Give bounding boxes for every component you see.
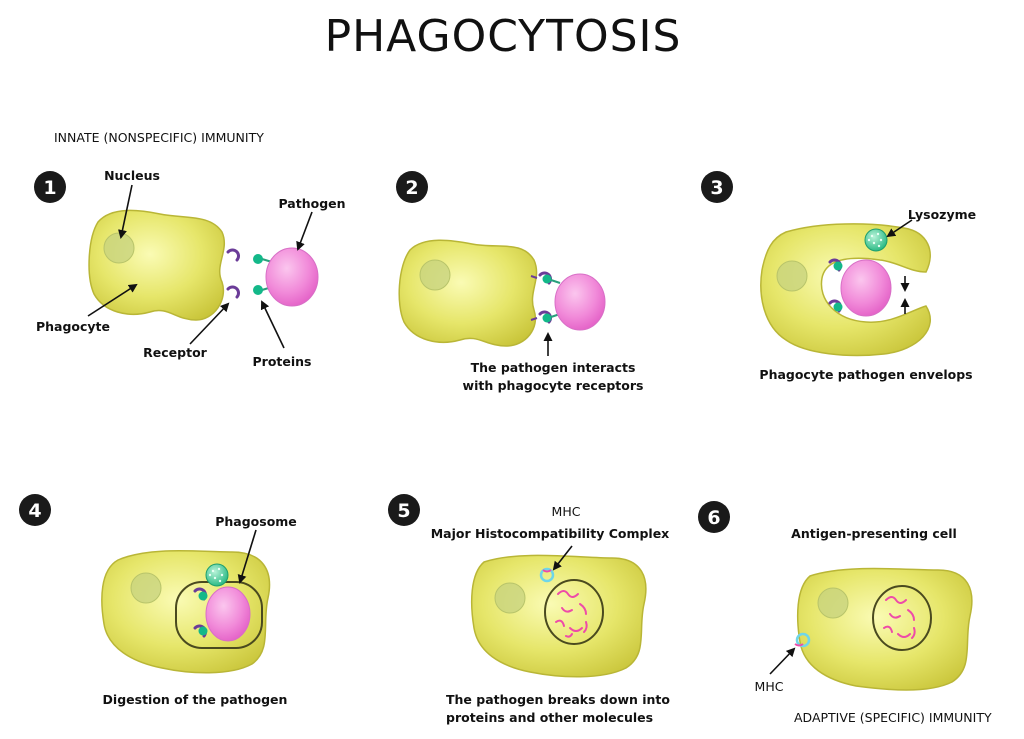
nucleus <box>419 259 451 291</box>
step-1-number: 1 <box>43 177 56 199</box>
step-3-number: 3 <box>710 177 723 199</box>
step-2-caption-line-2: with phagocyte receptors <box>463 378 644 393</box>
proteins-label: Proteins <box>253 354 312 369</box>
step-2: 2 The pathogen interacts with phagocyte … <box>396 171 643 393</box>
phagocyte-cell <box>760 223 932 357</box>
lysozyme-dots <box>867 232 883 248</box>
step-3-badge <box>701 171 733 203</box>
mhc-full-label: Major Histocompatibility Complex <box>431 526 670 541</box>
step-2-number: 2 <box>405 177 418 199</box>
step-6-badge <box>698 501 730 533</box>
step-1: 1 Nucleus Pathogen Phagocyte Receptor Pr… <box>34 168 346 369</box>
step-6-number: 6 <box>707 507 720 529</box>
receptor-label: Receptor <box>143 345 208 360</box>
nucleus <box>776 260 808 292</box>
mhc-arrow <box>769 647 796 675</box>
nucleus <box>130 572 162 604</box>
receptor-bottom <box>226 285 240 299</box>
phagosome-label: Phagosome <box>215 514 297 529</box>
protein-top <box>542 274 552 284</box>
step-6: 6 Antigen-presenting cell MHC <box>698 501 973 694</box>
page-title: PHAGOCYTOSIS <box>325 11 682 62</box>
lysozyme-arrow <box>886 219 913 238</box>
pathogen-label: Pathogen <box>278 196 345 211</box>
phagocyte-label: Phagocyte <box>36 319 110 334</box>
lysozyme <box>205 563 229 587</box>
protein-top <box>833 261 843 271</box>
mhc-label: MHC <box>552 504 581 519</box>
mhc-label: MHC <box>755 679 784 694</box>
pathogen <box>554 273 606 331</box>
step-2-badge <box>396 171 428 203</box>
phagocyte-cell <box>398 239 538 347</box>
step-2-caption-line-1: The pathogen interacts <box>471 360 636 375</box>
lysozyme-label: Lysozyme <box>908 207 976 222</box>
mhc-molecule <box>539 567 555 583</box>
protein-top <box>198 591 208 601</box>
lysozyme <box>864 228 888 252</box>
protein-top <box>253 254 263 264</box>
step-5-number: 5 <box>397 500 410 522</box>
vesicle <box>544 579 604 645</box>
step-3: 3 Lysozyme Phagocyte pathogen envelops <box>701 171 976 382</box>
nucleus-label: Nucleus <box>104 168 160 183</box>
step-4: 4 Phagosome Digestion of the pathogen <box>19 494 297 707</box>
protein-bottom <box>253 285 263 295</box>
nucleus-arrow <box>118 184 133 239</box>
proteins-arrow <box>260 300 285 349</box>
mhc-molecule <box>794 632 811 648</box>
pathogen <box>265 247 319 307</box>
protein-bottom <box>542 313 552 323</box>
nucleus <box>103 232 135 264</box>
pathogen <box>840 259 892 317</box>
step-5-caption-line-1: The pathogen breaks down into <box>446 692 670 707</box>
nucleus <box>817 587 849 619</box>
step-5-caption-line-2: proteins and other molecules <box>446 710 653 725</box>
mhc-arrow <box>552 545 573 571</box>
phagocyte-arrow <box>87 283 138 317</box>
lysozyme-dots <box>208 567 224 583</box>
nucleus <box>494 582 526 614</box>
step-4-caption: Digestion of the pathogen <box>103 692 288 707</box>
step-5: 5 MHC Major Histocompatibility Complex T… <box>388 494 670 725</box>
adaptive-immunity-label: ADAPTIVE (SPECIFIC) IMMUNITY <box>794 710 992 725</box>
pathogen-arrow <box>296 211 313 251</box>
phagocyte-cell <box>470 554 647 678</box>
pathogen-fragments <box>555 590 588 638</box>
vesicle <box>872 585 932 651</box>
receptor-top <box>226 248 240 262</box>
receptor-arrow <box>189 302 230 345</box>
pathogen <box>205 586 251 642</box>
step-6-caption: Antigen-presenting cell <box>791 526 957 541</box>
step-1-badge <box>34 171 66 203</box>
step-5-badge <box>388 494 420 526</box>
phagosome-arrow <box>237 529 257 584</box>
protein-bottom <box>833 302 843 312</box>
step-4-badge <box>19 494 51 526</box>
step-4-number: 4 <box>28 500 41 522</box>
protein-bottom <box>198 626 208 636</box>
innate-immunity-label: INNATE (NONSPECIFIC) IMMUNITY <box>54 130 264 145</box>
antigen-presenting-cell <box>796 567 973 691</box>
phagocyte-cell <box>88 209 225 321</box>
pathogen-fragments <box>883 596 916 639</box>
step-3-caption: Phagocyte pathogen envelops <box>759 367 972 382</box>
